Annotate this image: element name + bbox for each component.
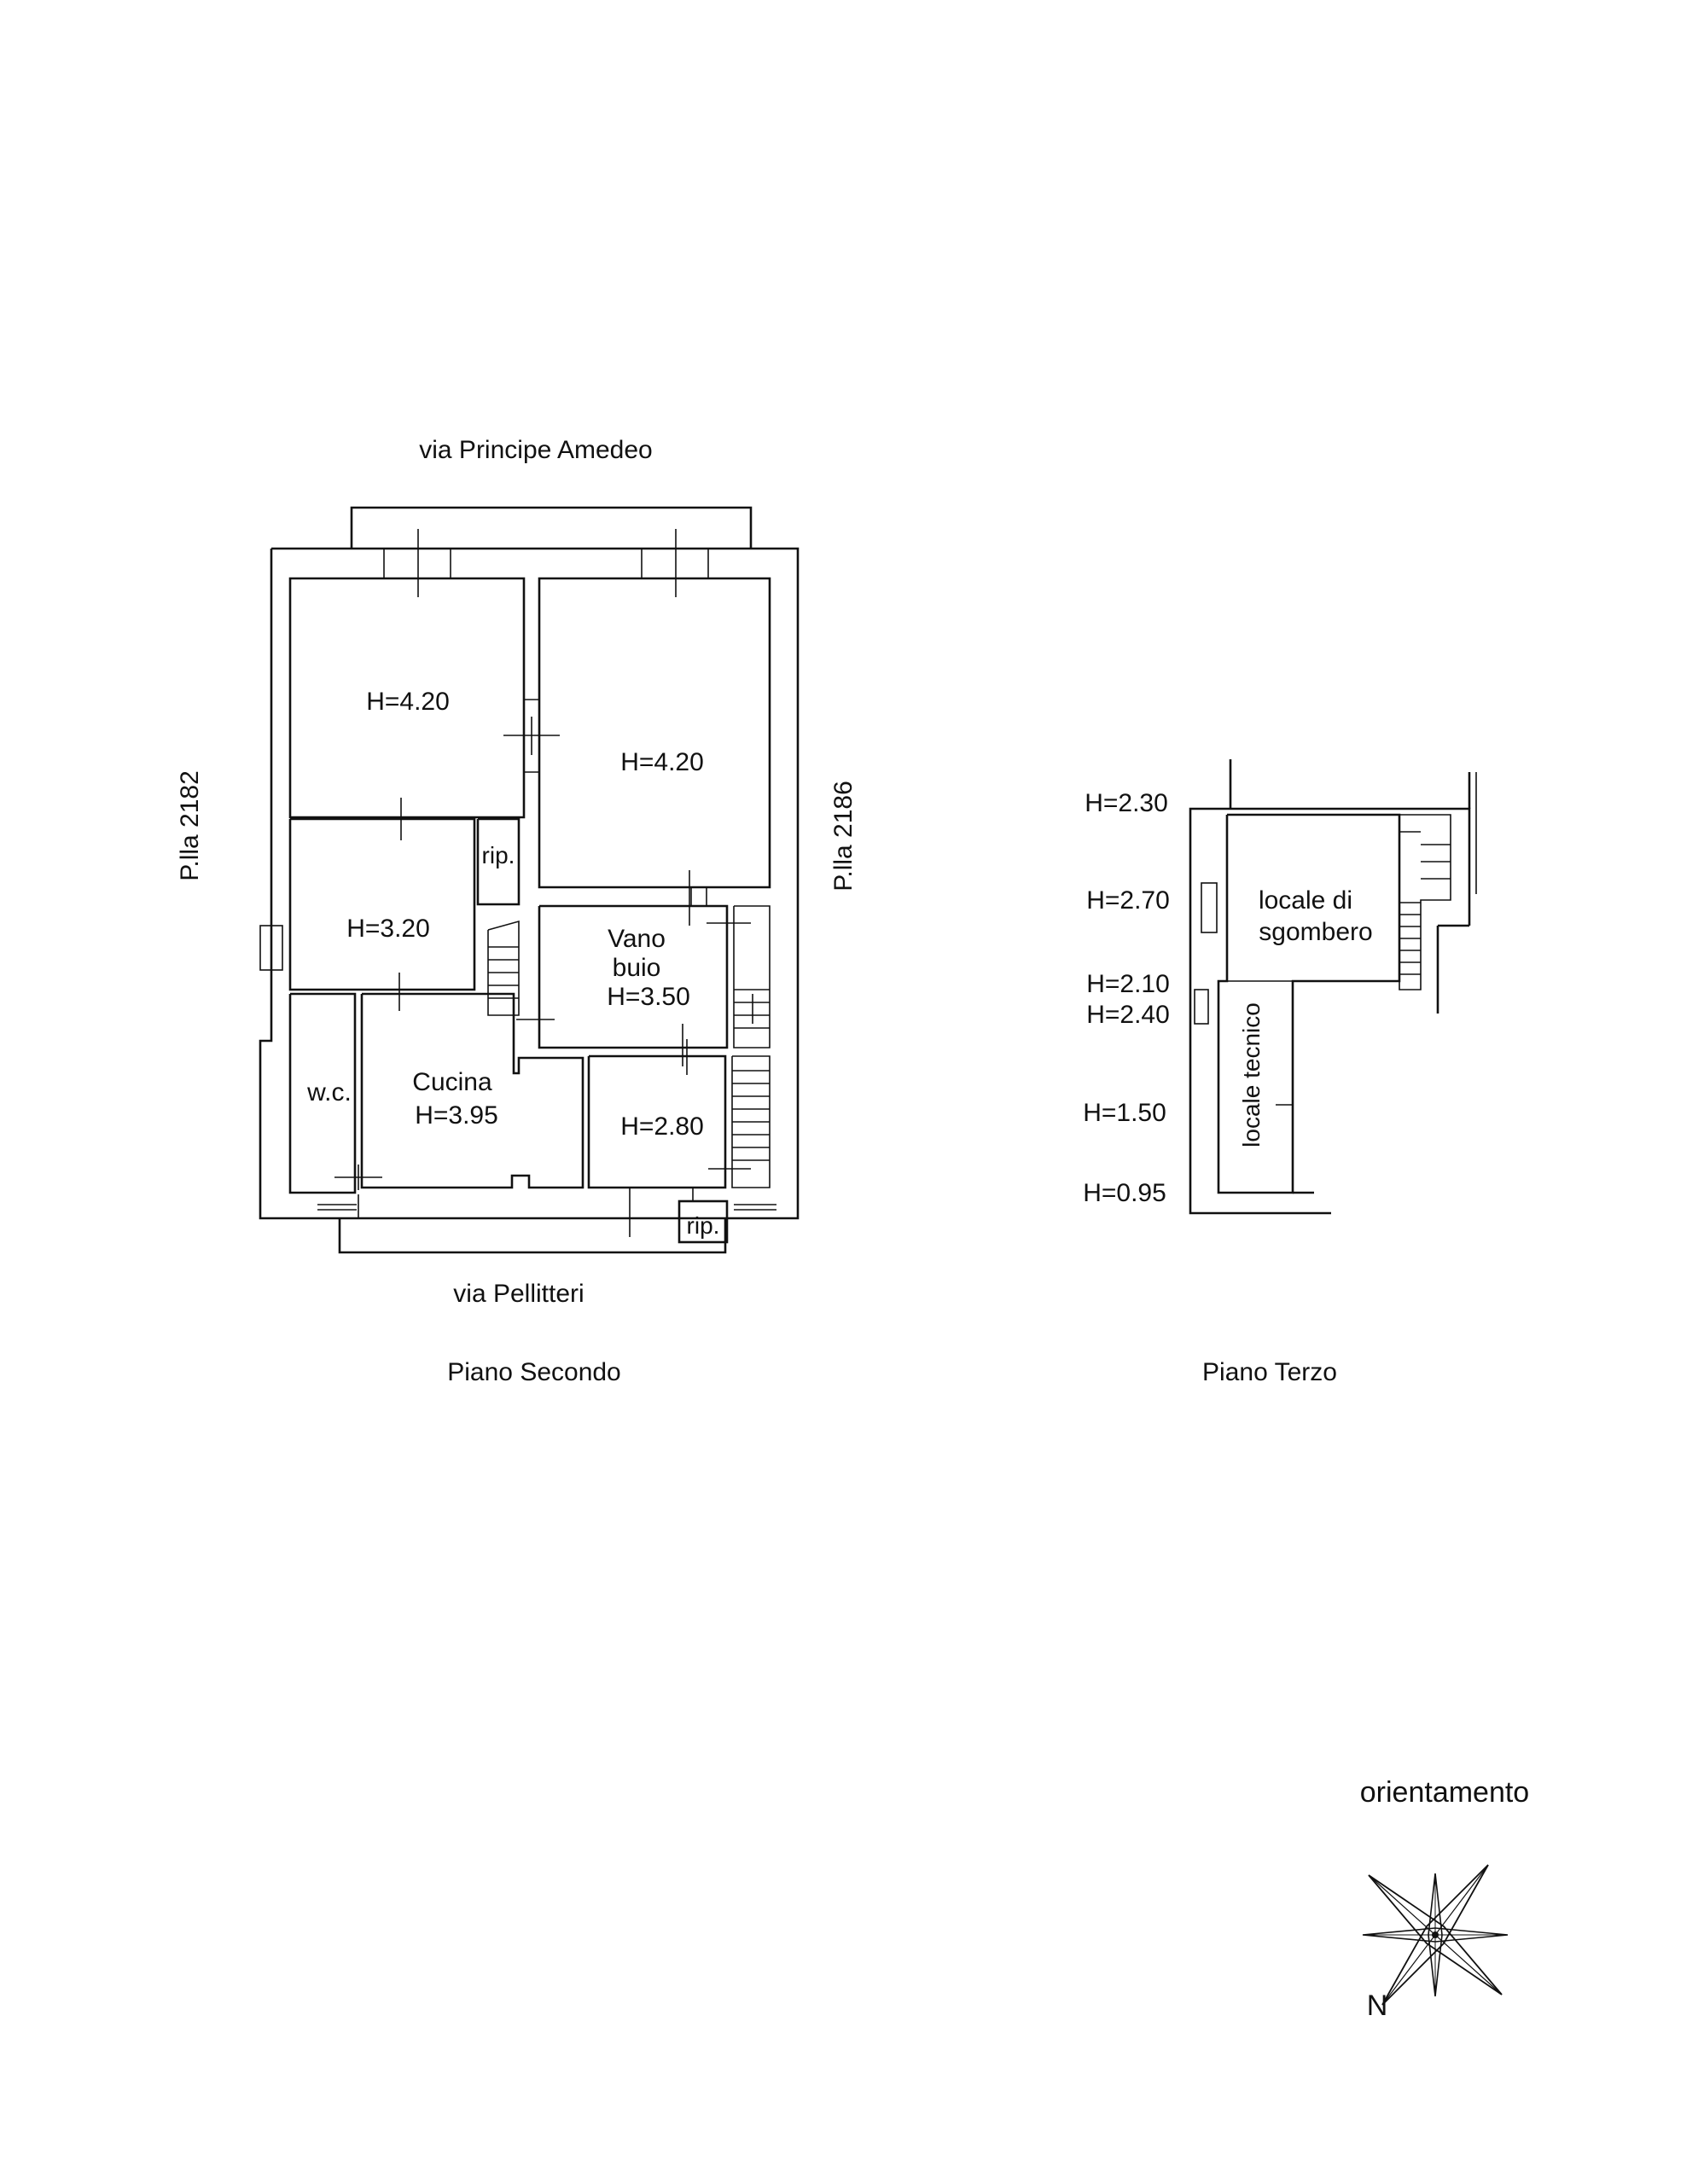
third-height-1: H=2.30 (1085, 789, 1168, 817)
vano-buio-line1: Vano (608, 925, 666, 953)
room-top-left-height: H=4.20 (366, 688, 450, 716)
third-height-3: H=2.10 (1086, 970, 1170, 998)
room-top-right-height: H=4.20 (620, 748, 704, 776)
vano-buio-line2: buio (613, 954, 661, 982)
third-floor-caption: Piano Terzo (1202, 1358, 1337, 1386)
second-floor-plan (259, 506, 800, 1254)
street-bottom-label: via Pellitteri (453, 1280, 584, 1308)
room-bottom-right-height: H=2.80 (620, 1112, 704, 1141)
storage-top-label: rip. (482, 842, 515, 868)
third-height-4: H=2.40 (1086, 1001, 1170, 1029)
storage-room-line1: locale di (1259, 886, 1352, 915)
technical-room-label: locale tecnico (1238, 1002, 1265, 1147)
parcel-right-label: P.lla 2186 (829, 781, 858, 892)
street-top-label: via Principe Amedeo (419, 436, 653, 464)
storage-room-line2: sgombero (1259, 918, 1372, 946)
parcel-left-label: P.lla 2182 (176, 770, 204, 881)
vano-buio-height: H=3.50 (607, 983, 690, 1011)
wc-label: w.c. (306, 1078, 352, 1107)
second-floor-caption: Piano Secondo (447, 1358, 621, 1386)
orientation-label: orientamento (1360, 1776, 1529, 1809)
storage-bottom-label: rip. (687, 1212, 720, 1239)
third-height-5: H=1.50 (1083, 1099, 1166, 1127)
third-floor-plan (1189, 759, 1477, 1215)
compass-rose-icon (1362, 1864, 1509, 2006)
third-height-2: H=2.70 (1086, 886, 1170, 915)
kitchen-height: H=3.95 (415, 1101, 498, 1130)
room-mid-left-height: H=3.20 (346, 915, 430, 943)
third-height-6: H=0.95 (1083, 1179, 1166, 1207)
north-label: N (1367, 1989, 1388, 2022)
kitchen-name: Cucina (412, 1068, 492, 1096)
